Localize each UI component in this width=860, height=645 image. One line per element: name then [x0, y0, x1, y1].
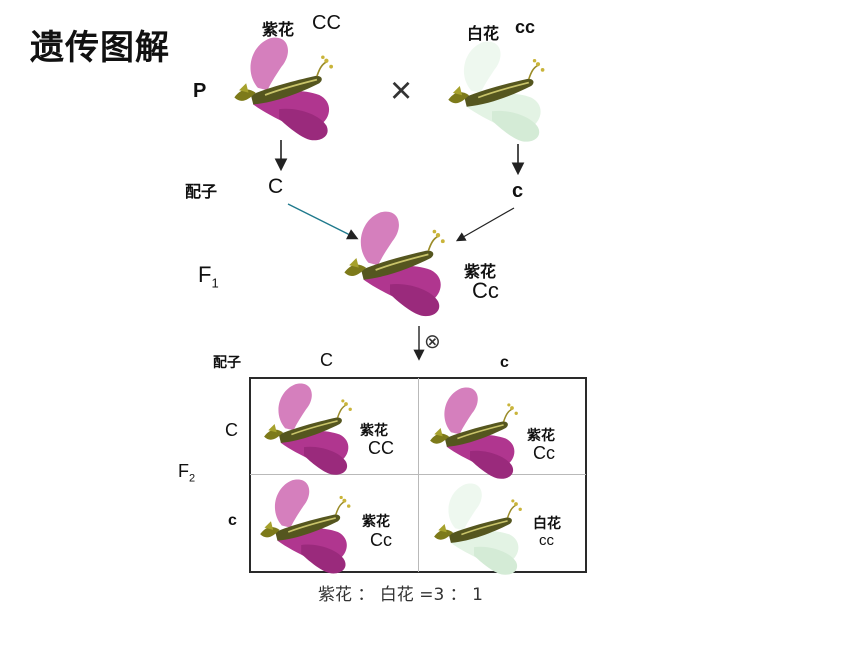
parent-left-genotype: CC [312, 12, 341, 34]
ratio-text: 紫花 ： 白花 =3 ： 1 [318, 585, 483, 605]
self-cross-symbol: ⊗ [424, 331, 441, 353]
cell-1-genotype: CC [368, 438, 394, 458]
cross-symbol: × [390, 70, 413, 112]
f2-col-gamete-2: c [500, 354, 509, 371]
f1-purple-flower [343, 210, 446, 317]
cell-4-genotype: cc [539, 532, 554, 549]
parent-right-genotype: cc [515, 17, 536, 37]
arrow-gamete-right-to-f1 [455, 207, 515, 242]
gamete-left: C [268, 175, 284, 198]
parent-right-phenotype: 白花 [467, 24, 500, 43]
cell-4-phenotype: 白花 [533, 516, 561, 532]
parent-left-phenotype: 紫花 [262, 20, 295, 39]
f1-phenotype: 紫花 [464, 262, 497, 281]
generation-label-f1: F1 [198, 262, 219, 291]
diagram-title: 遗传图解 [30, 29, 170, 67]
f2-col-gamete-1: C [320, 350, 333, 370]
f2-cell-1-flower [263, 382, 353, 476]
f2-row-gamete-1: C [225, 420, 238, 440]
gametes-label: 配子 [185, 182, 218, 201]
generation-label-f2: F2 [178, 461, 196, 485]
cell-3-phenotype: 紫花 [362, 514, 390, 530]
f2-cell-2-flower [429, 386, 519, 480]
cell-2-genotype: Cc [533, 443, 555, 463]
punnett-divider-horizontal [250, 474, 586, 475]
parent-purple-flower [233, 36, 334, 142]
cell-1-phenotype: 紫花 [360, 423, 388, 439]
f2-cell-3-flower [259, 478, 352, 575]
cell-2-phenotype: 紫花 [527, 428, 555, 444]
f1-genotype: Cc [472, 278, 499, 303]
arrow-gamete-left-to-f1 [287, 203, 359, 240]
f2-gametes-label: 配子 [213, 355, 241, 371]
parent-white-flower [448, 41, 545, 142]
f2-cell-4-flower [434, 483, 522, 575]
cell-3-genotype: Cc [370, 530, 392, 550]
punnett-divider-vertical [418, 378, 419, 572]
f2-row-gamete-2: c [228, 512, 237, 529]
generation-label-p: P [193, 80, 207, 102]
gamete-right: c [512, 180, 524, 202]
